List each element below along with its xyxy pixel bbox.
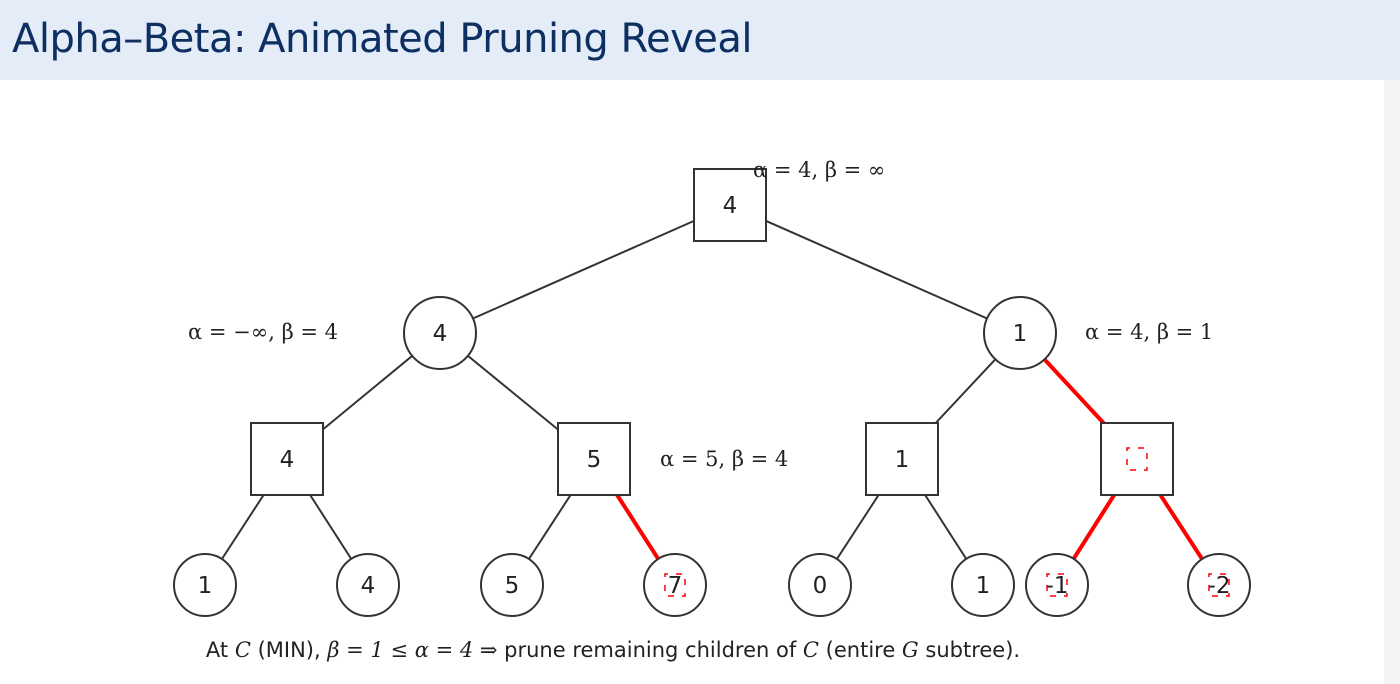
pruned-marker-icon xyxy=(1046,573,1068,597)
b-alpha-beta-label: α = −∞, β = 4 xyxy=(188,320,339,344)
caption: At C (MIN), β = 1 ≤ α = 4 ⇒ prune remain… xyxy=(0,638,1226,662)
caption-math: C xyxy=(234,638,251,662)
leaf-node-l4 xyxy=(643,553,707,617)
node-value-root: 4 xyxy=(723,193,738,219)
pruned-marker-icon xyxy=(664,573,686,597)
header-bar: Alpha–Beta: Animated Pruning Reveal xyxy=(0,0,1400,80)
max-node-F xyxy=(865,422,939,496)
node-value-l6: 1 xyxy=(976,573,991,599)
node-value-E: 5 xyxy=(587,447,602,473)
max-node-D xyxy=(250,422,324,496)
node-value-l2: 4 xyxy=(361,573,376,599)
pruned-marker-icon xyxy=(1208,573,1230,597)
slide-title: Alpha–Beta: Animated Pruning Reveal xyxy=(12,16,753,62)
tree-edge xyxy=(729,204,1021,334)
node-value-l7: -1 xyxy=(1046,573,1069,599)
node-value-l4: 7 xyxy=(668,573,683,599)
caption-text: At xyxy=(205,638,235,662)
caption-text: (entire xyxy=(818,638,902,662)
min-node-B xyxy=(403,296,477,370)
max-node-G xyxy=(1100,422,1174,496)
caption-math: G xyxy=(901,638,919,662)
max-node-root xyxy=(693,168,767,242)
node-value-l3: 5 xyxy=(505,573,520,599)
root-alpha-beta-label: α = 4, β = ∞ xyxy=(753,158,886,182)
node-value-l8: -2 xyxy=(1208,573,1231,599)
caption-math: β = 1 ≤ α = 4 ⇒ xyxy=(327,638,498,662)
leaf-node-l1 xyxy=(173,553,237,617)
caption-text: prune remaining children of xyxy=(497,638,803,662)
max-node-E xyxy=(557,422,631,496)
leaf-node-l2 xyxy=(336,553,400,617)
node-value-F: 1 xyxy=(895,447,910,473)
caption-math: C xyxy=(802,638,819,662)
caption-text: subtree). xyxy=(918,638,1021,662)
node-value-B: 4 xyxy=(433,321,448,347)
node-value-C: 1 xyxy=(1013,321,1028,347)
caption-text: (MIN), xyxy=(250,638,328,662)
leaf-node-l5 xyxy=(788,553,852,617)
leaf-node-l8 xyxy=(1187,553,1251,617)
leaf-node-l6 xyxy=(951,553,1015,617)
pruned-marker-icon xyxy=(1126,447,1148,471)
min-node-C xyxy=(983,296,1057,370)
scrollbar-track[interactable] xyxy=(1384,80,1400,684)
leaf-node-l7 xyxy=(1025,553,1089,617)
leaf-node-l3 xyxy=(480,553,544,617)
node-value-D: 4 xyxy=(280,447,295,473)
node-value-l5: 0 xyxy=(813,573,828,599)
node-value-l1: 1 xyxy=(198,573,213,599)
tree-edge xyxy=(439,204,731,334)
e-alpha-beta-label: α = 5, β = 4 xyxy=(660,447,789,471)
c-alpha-beta-label: α = 4, β = 1 xyxy=(1085,320,1214,344)
